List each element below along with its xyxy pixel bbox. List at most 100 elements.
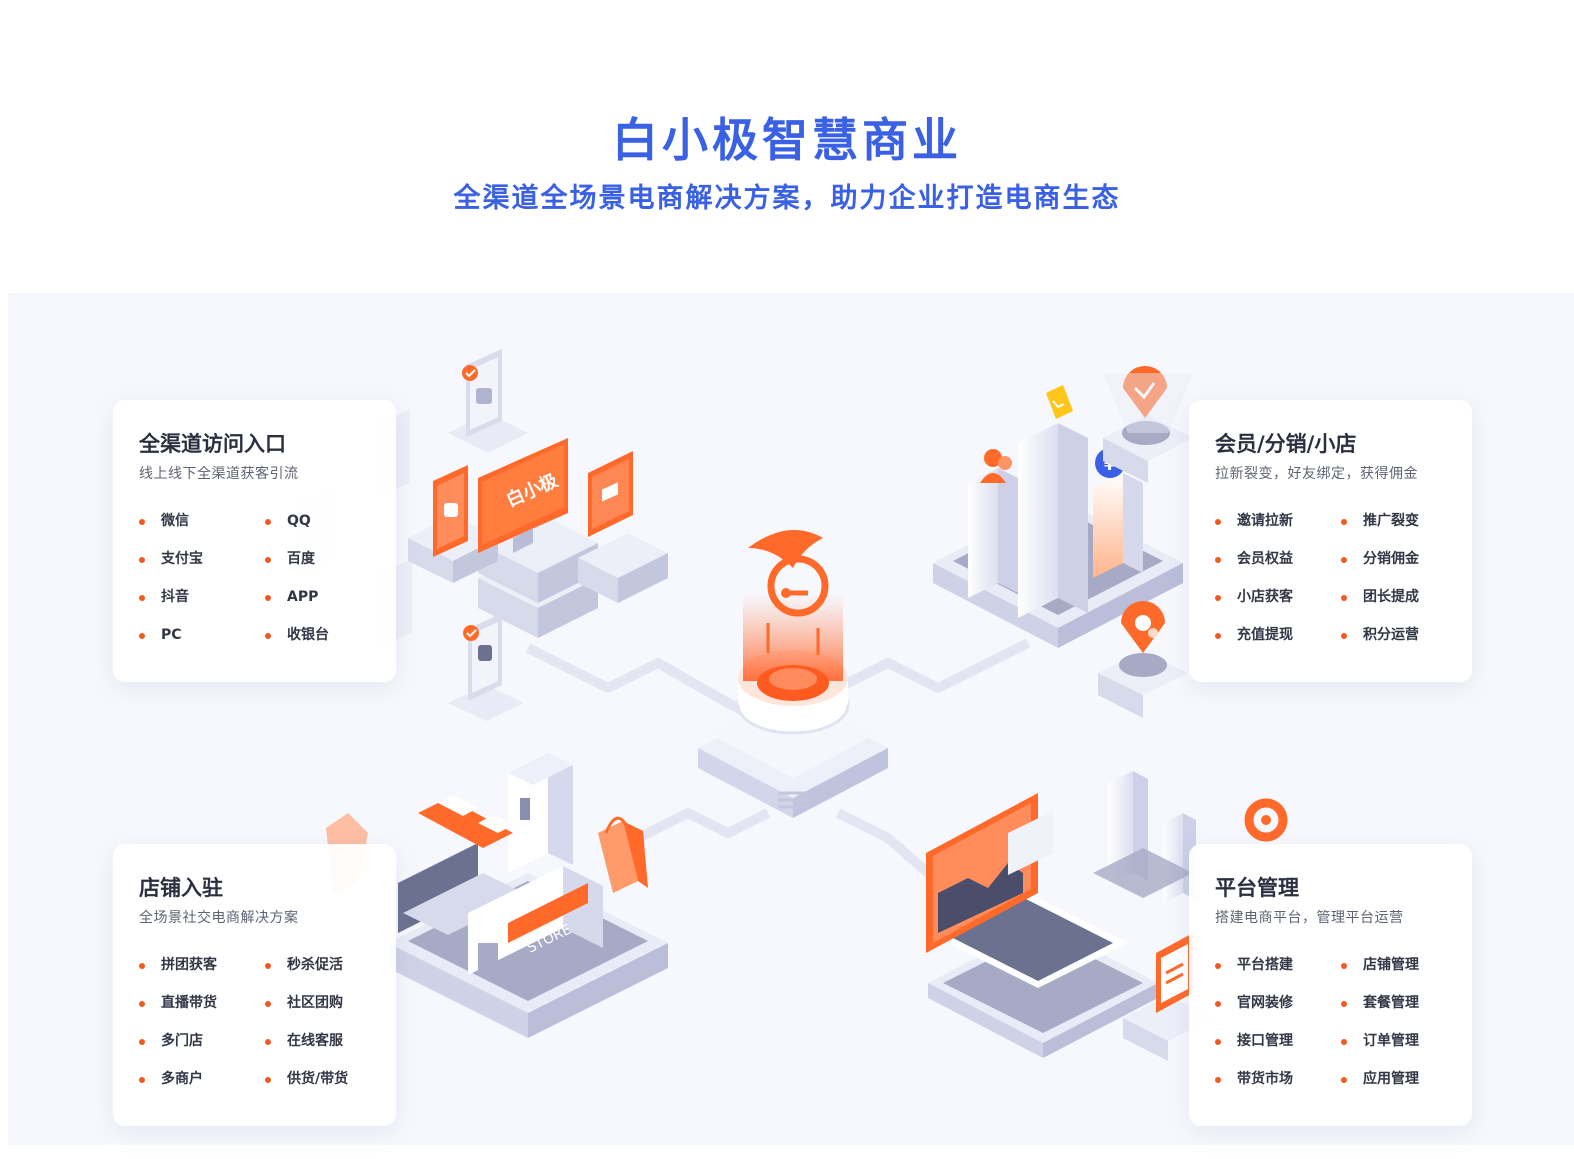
list-item: 收银台 — [265, 626, 391, 645]
card-platform-title: 平台管理 — [1215, 876, 1299, 900]
list-item: PC — [139, 626, 265, 645]
storefront-group: STORE % — [326, 753, 668, 1038]
card-members-list: 邀请拉新 推广裂变 会员权益 分销佣金 小店获客 团长提成 充值提现 积分运营 — [1215, 512, 1446, 645]
bullet-dot-icon — [1341, 556, 1347, 563]
bullet-dot-icon — [139, 962, 145, 969]
list-item: 微信 — [139, 512, 265, 531]
list-item: 推广裂变 — [1341, 512, 1467, 531]
bullet-dot-icon — [1341, 518, 1347, 525]
list-item: 社区团购 — [265, 994, 391, 1013]
list-item: 平台搭建 — [1215, 956, 1341, 975]
card-stores: 店铺入驻 全场景社交电商解决方案 拼团获客 秒杀促活 直播带货 社区团购 多门店… — [113, 844, 396, 1126]
page-subtitle: 全渠道全场景电商解决方案，助力企业打造电商生态 — [453, 183, 1121, 214]
list-item: QQ — [265, 512, 391, 531]
page-title: 白小极智慧商业 — [612, 113, 962, 167]
gear-icon — [1244, 798, 1288, 842]
list-item: 店铺管理 — [1341, 956, 1467, 975]
bullet-dot-icon — [139, 632, 145, 639]
bullet-dot-icon — [1215, 1000, 1221, 1007]
bullet-dot-icon — [1215, 1076, 1221, 1083]
bullet-dot-icon — [139, 1000, 145, 1007]
bullet-dot-icon — [265, 518, 271, 525]
list-item: 会员权益 — [1215, 550, 1341, 569]
page-header: 白小极智慧商业 全渠道全场景电商解决方案，助力企业打造电商生态 — [0, 110, 1574, 216]
bullet-dot-icon — [1341, 1038, 1347, 1045]
card-members: 会员/分销/小店 拉新裂变，好友绑定，获得佣金 邀请拉新 推广裂变 会员权益 分… — [1189, 400, 1472, 682]
list-item: 拼团获客 — [139, 956, 265, 975]
list-item: 百度 — [265, 550, 391, 569]
awning — [418, 795, 513, 848]
bullet-dot-icon — [139, 594, 145, 601]
card-channels-desc: 线上线下全渠道获客引流 — [139, 465, 299, 481]
list-item: 多商户 — [139, 1070, 265, 1089]
list-item: 多门店 — [139, 1032, 265, 1051]
bullet-dot-icon — [265, 962, 271, 969]
list-item: APP — [265, 588, 391, 607]
card-platform: 平台管理 搭建电商平台，管理平台运营 平台搭建 店铺管理 官网装修 套餐管理 接… — [1189, 844, 1472, 1126]
card-members-desc: 拉新裂变，好友绑定，获得佣金 — [1215, 465, 1418, 481]
users-icon — [980, 449, 1012, 483]
bullet-dot-icon — [265, 594, 271, 601]
list-item: 团长提成 — [1341, 588, 1467, 607]
bullet-dot-icon — [139, 1076, 145, 1083]
phone-orange — [433, 465, 468, 557]
bullet-dot-icon — [1341, 594, 1347, 601]
card-channels: 全渠道访问入口 线上线下全渠道获客引流 微信 QQ 支付宝 百度 抖音 APP … — [113, 400, 396, 682]
phone-bottom — [448, 613, 524, 721]
bullet-dot-icon — [1341, 1076, 1347, 1083]
list-item: 小店获客 — [1215, 588, 1341, 607]
channel-devices-group: 白小极 — [298, 349, 668, 721]
card-platform-desc: 搭建电商平台，管理平台运营 — [1215, 909, 1404, 925]
bullet-dot-icon — [265, 632, 271, 639]
bullet-dot-icon — [1215, 632, 1221, 639]
bullet-dot-icon — [139, 1038, 145, 1045]
badge-pedestal-bottom — [1098, 601, 1188, 718]
card-channels-list: 微信 QQ 支付宝 百度 抖音 APP PC 收银台 — [139, 512, 370, 645]
list-item: 供货/带货 — [265, 1070, 391, 1089]
list-item: 直播带货 — [139, 994, 265, 1013]
illustration-stage: 白小极 — [8, 293, 1574, 1145]
card-stores-title: 店铺入驻 — [139, 876, 223, 900]
card-stores-desc: 全场景社交电商解决方案 — [139, 909, 299, 925]
bullet-dot-icon — [139, 556, 145, 563]
card-stores-list: 拼团获客 秒杀促活 直播带货 社区团购 多门店 在线客服 多商户 供货/带货 — [139, 956, 370, 1089]
card-members-title: 会员/分销/小店 — [1215, 432, 1357, 456]
bullet-dot-icon — [1215, 518, 1221, 525]
list-item: 支付宝 — [139, 550, 265, 569]
bullet-dot-icon — [265, 1000, 271, 1007]
isometric-illustration: 白小极 — [298, 349, 1288, 1061]
coin-icon — [1046, 385, 1073, 419]
bullet-dot-icon — [139, 518, 145, 525]
list-item: 官网装修 — [1215, 994, 1341, 1013]
list-item: 应用管理 — [1341, 1070, 1467, 1089]
member-towers-group: ¥ — [933, 366, 1193, 718]
list-item: 套餐管理 — [1341, 994, 1467, 1013]
platform-laptop-group — [926, 771, 1288, 1061]
bullet-dot-icon — [265, 1076, 271, 1083]
list-item: 分销佣金 — [1341, 550, 1467, 569]
server-stack — [408, 513, 668, 638]
list-item: 订单管理 — [1341, 1032, 1467, 1051]
list-item: 邀请拉新 — [1215, 512, 1341, 531]
bullet-dot-icon — [265, 1038, 271, 1045]
bullet-dot-icon — [1215, 962, 1221, 969]
bullet-dot-icon — [1341, 962, 1347, 969]
central-beacon — [698, 530, 888, 818]
list-item: 充值提现 — [1215, 626, 1341, 645]
bullet-dot-icon — [1215, 556, 1221, 563]
svg-text:¥: ¥ — [1104, 455, 1115, 474]
monitor-baixiaoji: 白小极 — [478, 438, 568, 553]
brand-logo-icon — [748, 530, 829, 617]
bullet-dot-icon — [1341, 632, 1347, 639]
bullet-dot-icon — [1215, 594, 1221, 601]
tablet-device — [588, 451, 633, 537]
list-item: 在线客服 — [265, 1032, 391, 1051]
list-item: 秒杀促活 — [265, 956, 391, 975]
bullet-dot-icon — [1215, 1038, 1221, 1045]
card-platform-list: 平台搭建 店铺管理 官网装修 套餐管理 接口管理 订单管理 带货市场 应用管理 — [1215, 956, 1446, 1089]
bullet-dot-icon — [1341, 1000, 1347, 1007]
list-item: 抖音 — [139, 588, 265, 607]
badge-pedestal-top — [1103, 366, 1193, 483]
list-item: 带货市场 — [1215, 1070, 1341, 1089]
list-item: 积分运营 — [1341, 626, 1467, 645]
